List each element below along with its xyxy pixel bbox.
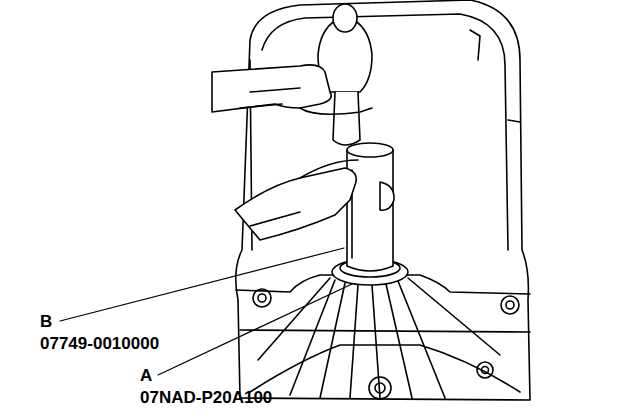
label-holder: A [140,366,152,386]
callout-letter: B [40,312,52,331]
label-holder: 07NAD-P20A100 [140,388,272,408]
label-holder: B [40,312,52,332]
callout-letter: A [140,366,152,385]
tool-number: 07NAD-P20A100 [140,388,272,407]
tool-number: 07749-0010000 [40,334,159,353]
label-holder: 07749-0010000 [40,334,159,354]
